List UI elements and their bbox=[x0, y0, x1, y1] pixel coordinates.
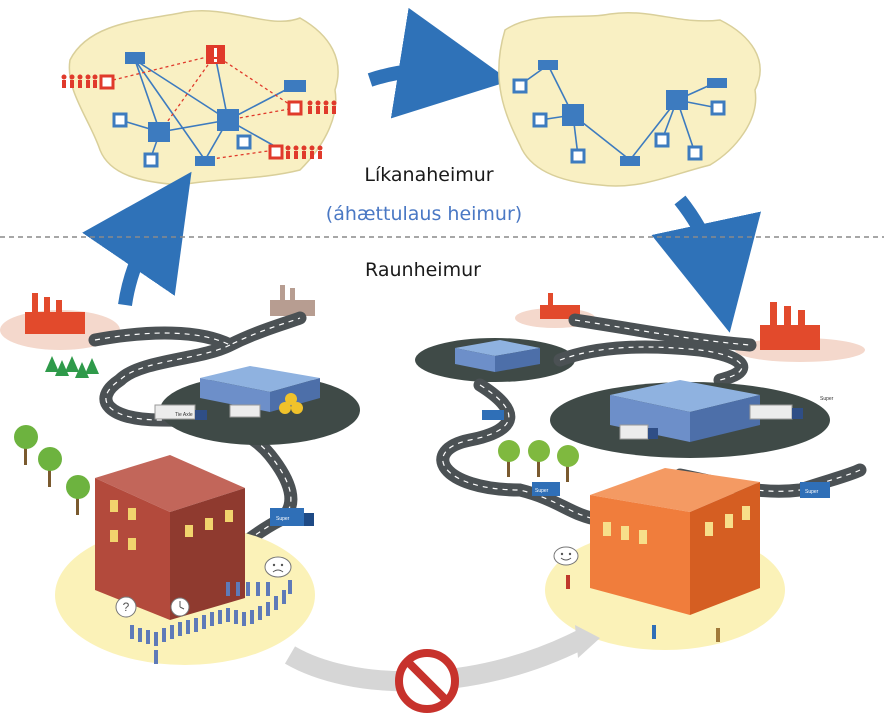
factory-icon bbox=[284, 80, 306, 92]
truck-label: Super bbox=[805, 489, 819, 495]
truck-icon bbox=[270, 508, 314, 526]
people-queue-icon bbox=[61, 74, 337, 159]
smile-icon bbox=[553, 546, 579, 566]
no-entry-icon bbox=[395, 649, 459, 713]
person-icon bbox=[716, 628, 720, 642]
store-icon bbox=[532, 112, 548, 128]
svg-text:?: ? bbox=[123, 600, 130, 614]
store-icon bbox=[710, 100, 726, 116]
model-world-sublabel: (áhættulaus heimur) bbox=[325, 203, 523, 225]
factory-icon bbox=[540, 293, 580, 319]
truck-icon bbox=[800, 482, 830, 498]
real-world-before: Tie Axle Super bbox=[0, 285, 360, 665]
store-icon bbox=[143, 152, 159, 168]
arrow-down-icon bbox=[651, 195, 762, 333]
tree-icon bbox=[498, 440, 579, 482]
people-queue-icon bbox=[130, 580, 292, 664]
model-world-label: Líkanaheimur bbox=[364, 164, 494, 186]
tree-icon bbox=[45, 356, 99, 378]
question-icon: ? bbox=[115, 596, 137, 618]
warehouse-icon bbox=[217, 109, 239, 131]
clock-icon bbox=[170, 597, 190, 617]
store-icon bbox=[99, 74, 115, 90]
warehouse-icon bbox=[562, 104, 584, 126]
person-icon bbox=[566, 575, 570, 589]
real-world-after: Super Super Super bbox=[415, 293, 867, 650]
store-icon bbox=[512, 78, 528, 94]
warehouse-icon bbox=[455, 340, 540, 372]
truck-icon bbox=[154, 404, 207, 420]
frown-icon bbox=[264, 556, 292, 578]
warehouse-icon bbox=[666, 90, 688, 110]
truck-icon bbox=[749, 404, 803, 420]
truck-icon bbox=[619, 424, 658, 440]
truck-label: Super bbox=[820, 396, 834, 402]
truck-label: Super bbox=[535, 488, 549, 494]
factory-icon bbox=[707, 78, 727, 88]
person-icon bbox=[652, 625, 656, 639]
alert-icon bbox=[206, 45, 225, 64]
warehouse-icon bbox=[148, 122, 170, 142]
store-icon bbox=[268, 144, 284, 160]
truck-label: Tie Axle bbox=[175, 412, 193, 418]
factory-icon bbox=[195, 156, 215, 166]
factory-icon bbox=[538, 60, 558, 70]
truck-label: Super bbox=[276, 516, 290, 522]
tree-icon bbox=[14, 425, 90, 515]
factory-icon bbox=[760, 302, 820, 350]
real-world-label: Raunheimur bbox=[365, 259, 481, 281]
store-icon bbox=[687, 145, 703, 161]
store-icon bbox=[570, 148, 586, 164]
factory-icon bbox=[25, 293, 85, 334]
warehouse-icon bbox=[610, 380, 760, 442]
model-map-before bbox=[61, 10, 339, 186]
factory-icon bbox=[620, 156, 640, 166]
arrow-up-icon bbox=[82, 171, 192, 307]
store-icon bbox=[236, 134, 252, 150]
building-red bbox=[95, 455, 245, 620]
store-icon bbox=[654, 132, 670, 148]
truck-icon bbox=[482, 410, 504, 420]
factory-icon bbox=[125, 52, 145, 64]
model-map-after bbox=[498, 11, 761, 187]
building-orange bbox=[590, 468, 760, 615]
store-icon bbox=[287, 100, 303, 116]
factory-icon bbox=[270, 285, 315, 316]
store-icon bbox=[112, 112, 128, 128]
truck-icon bbox=[532, 482, 560, 496]
arrow-right-icon bbox=[367, 7, 511, 119]
